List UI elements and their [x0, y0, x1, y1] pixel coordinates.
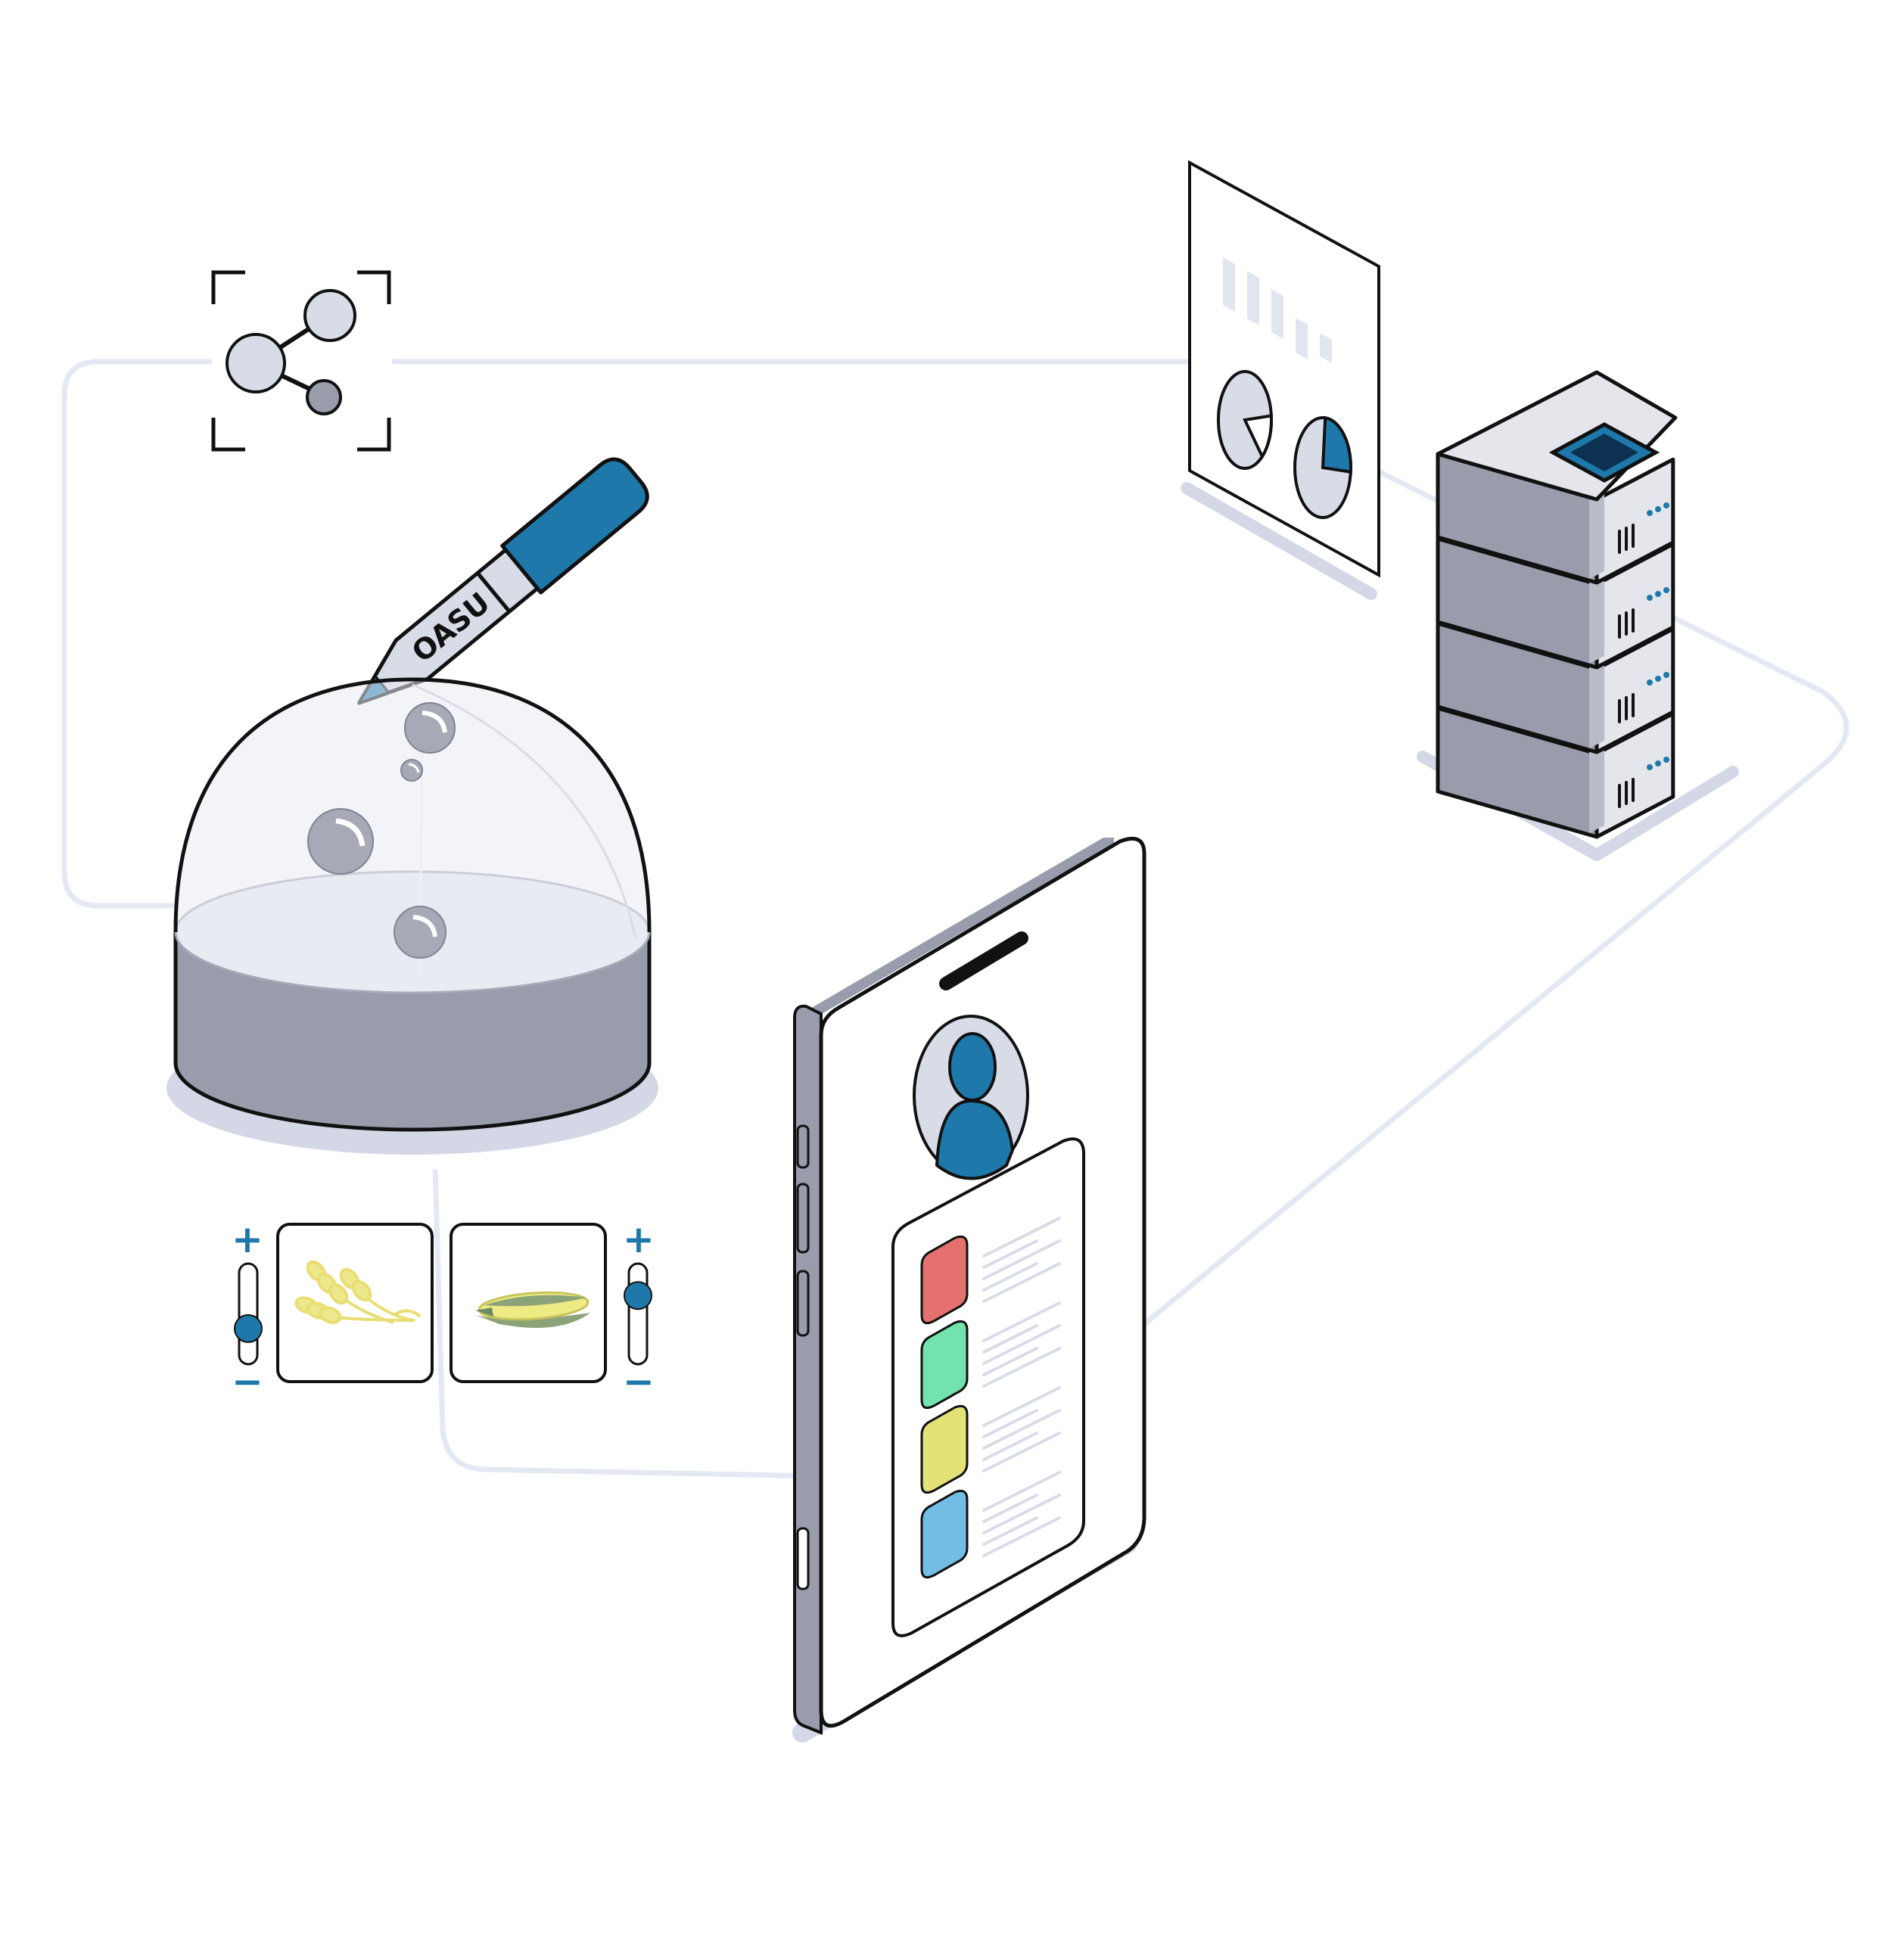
slider-right-thumb[interactable] [624, 1281, 652, 1311]
status-led [1655, 760, 1661, 766]
status-led [1663, 672, 1669, 678]
status-led [1647, 595, 1653, 601]
status-led [1655, 506, 1661, 512]
list-item-text-line [982, 1409, 1038, 1438]
list-item-color-swatch [920, 1235, 969, 1325]
status-led [1663, 502, 1669, 508]
pie-slice-right [1321, 415, 1352, 474]
bubble [307, 808, 374, 875]
list-item-text-line [982, 1432, 1061, 1472]
status-led [1663, 587, 1669, 593]
list-item-text-line [982, 1262, 1061, 1303]
list-item-text-line [982, 1347, 1061, 1388]
connector-server-loop [1004, 462, 1850, 1440]
status-led [1663, 757, 1669, 763]
server-unit [1436, 452, 1675, 585]
list-item-color-swatch [920, 1320, 969, 1410]
list-item-text-line [982, 1347, 1038, 1376]
list-item-color-swatch [920, 1489, 969, 1579]
pie-chart-left [1217, 370, 1274, 470]
side-button[interactable] [796, 1124, 810, 1169]
list-item-text-line [982, 1494, 1061, 1534]
server-unit [1436, 536, 1675, 670]
dome-bioreactor [166, 677, 658, 1155]
list-item-text-line [982, 1324, 1061, 1365]
corn-card[interactable] [450, 1223, 607, 1383]
avatar[interactable] [913, 1015, 1029, 1180]
list-item-text-line [982, 1239, 1061, 1280]
list-item-text-line [982, 1324, 1038, 1354]
list-item-text-line [982, 1301, 1061, 1342]
corn-icon [475, 1291, 590, 1328]
status-led [1647, 510, 1653, 516]
bubble [394, 906, 446, 959]
status-led [1647, 764, 1653, 770]
slider-left-minus[interactable]: − [232, 1360, 263, 1404]
list-item-text-line [982, 1262, 1038, 1292]
slider-right-minus[interactable]: − [623, 1360, 655, 1404]
status-led [1655, 591, 1661, 597]
connector-lines [61, 359, 1850, 1482]
slider-left-thumb[interactable] [234, 1314, 263, 1343]
slider-right[interactable]: + − [623, 1217, 655, 1404]
list-item-text-line [982, 1409, 1061, 1450]
connector-dome-to-phone [432, 1168, 973, 1482]
list-item-text-line [982, 1516, 1038, 1546]
pie-chart-right [1293, 415, 1352, 519]
volume-up-button[interactable] [796, 1183, 810, 1254]
slider-left[interactable]: + − [232, 1217, 263, 1404]
wheat-icon [294, 1260, 422, 1324]
list-item[interactable] [920, 1471, 1061, 1579]
list-item-text-line [982, 1471, 1061, 1512]
bubble [404, 702, 456, 754]
list-item-color-swatch [920, 1404, 969, 1494]
list-item-text-line [982, 1494, 1038, 1523]
list-item-text-line [982, 1217, 1061, 1258]
pie-slice-left [1243, 414, 1274, 460]
list-item[interactable] [920, 1217, 1061, 1325]
wheat-card[interactable] [276, 1223, 434, 1383]
status-led [1655, 676, 1661, 682]
list-item-text-line [982, 1432, 1038, 1461]
bubble [400, 759, 423, 782]
power-button[interactable] [796, 1527, 810, 1590]
speaker-notch [939, 931, 1028, 990]
share-icon[interactable] [211, 270, 391, 452]
slider-left-plus[interactable]: + [232, 1217, 263, 1261]
bar-chart-icon [1223, 257, 1332, 363]
volume-down-button[interactable] [796, 1270, 810, 1337]
pen: OASU [357, 457, 649, 705]
smartphone [792, 837, 1146, 1743]
dashboard-panel [1181, 160, 1380, 600]
list-item[interactable] [920, 1386, 1061, 1494]
list-item-text-line [982, 1516, 1061, 1557]
list-item[interactable] [920, 1301, 1061, 1410]
status-led [1647, 679, 1653, 686]
list-item-text-line [982, 1239, 1038, 1269]
server-stack [1417, 370, 1739, 861]
list-item-text-line [982, 1386, 1061, 1427]
slider-right-plus[interactable]: + [623, 1217, 655, 1261]
server-unit [1436, 621, 1675, 754]
connector-share-to-dome [61, 359, 212, 909]
